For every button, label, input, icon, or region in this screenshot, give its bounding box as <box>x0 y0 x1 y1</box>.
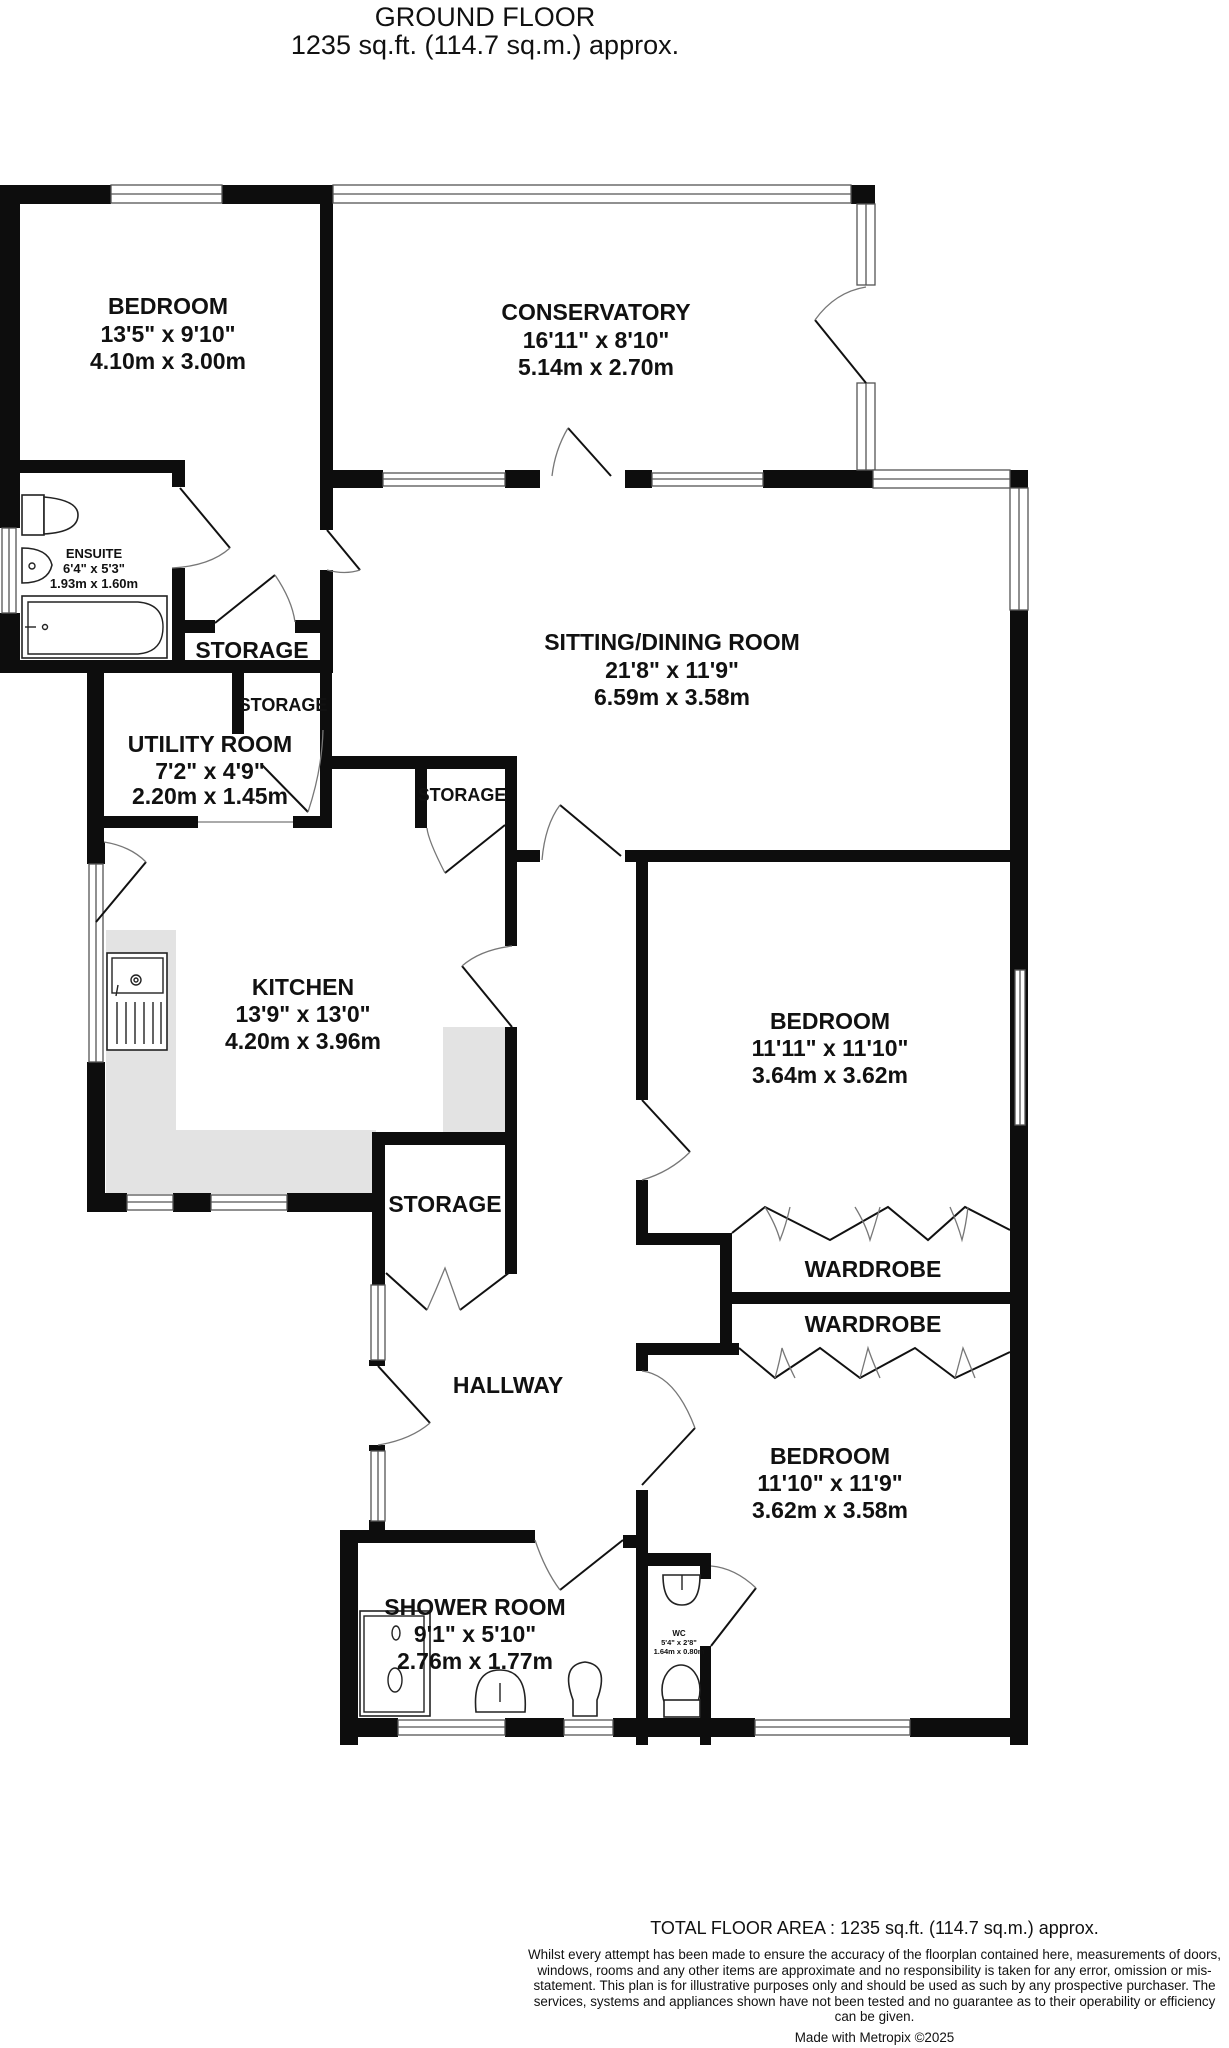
room-bedroom-3: BEDROOM 11'10" x 11'9" 3.62m x 3.58m <box>752 1443 908 1523</box>
room-utility: UTILITY ROOM 7'2" x 4'9" 2.20m x 1.45m <box>128 731 292 809</box>
room-name: BEDROOM <box>108 293 228 319</box>
room-dimensions-metric: 4.10m x 3.00m <box>90 348 246 374</box>
kitchen-sink-icon <box>106 952 168 1051</box>
doors <box>95 286 1011 1647</box>
room-shower-room: SHOWER ROOM 9'1" x 5'10" 2.76m x 1.77m <box>384 1594 565 1674</box>
room-dimensions-metric: 1.64m x 0.80m <box>654 1647 705 1656</box>
made-with-credit: Made with Metropix ©2025 <box>794 2030 955 2045</box>
room-dimensions-imperial: 11'11" x 11'10" <box>752 1035 909 1061</box>
ensuite-toilet-icon <box>21 494 79 536</box>
room-wardrobe-1: WARDROBE <box>805 1256 942 1282</box>
room-storage-utility: STORAGE <box>239 695 328 715</box>
room-name: SHOWER ROOM <box>384 1594 565 1620</box>
room-dimensions-imperial: 13'5" x 9'10" <box>100 321 235 347</box>
shower-tray-icon <box>359 1610 431 1717</box>
room-name: BEDROOM <box>770 1008 890 1034</box>
room-dimensions-metric: 3.64m x 3.62m <box>752 1062 908 1088</box>
room-bedroom-2: BEDROOM 11'11" x 11'10" 3.64m x 3.62m <box>752 1008 909 1088</box>
room-dimensions-metric: 1.93m x 1.60m <box>50 576 138 591</box>
room-name: KITCHEN <box>252 974 354 1000</box>
room-dimensions-imperial: 16'11" x 8'10" <box>523 327 670 353</box>
total-floor-area: TOTAL FLOOR AREA : 1235 sq.ft. (114.7 sq… <box>650 1918 1099 1938</box>
room-kitchen: KITCHEN 13'9" x 13'0" 4.20m x 3.96m <box>225 974 381 1054</box>
room-name: SITTING/DINING ROOM <box>544 629 800 655</box>
room-name: CONSERVATORY <box>501 299 690 325</box>
floorplan: BEDROOM 13'5" x 9'10" 4.10m x 3.00m CONS… <box>0 184 1029 1745</box>
room-hallway: HALLWAY <box>453 1372 563 1398</box>
room-storage-hall: STORAGE <box>388 1191 501 1217</box>
room-conservatory: CONSERVATORY 16'11" x 8'10" 5.14m x 2.70… <box>501 299 690 380</box>
room-storage-corridor: STORAGE <box>418 785 507 805</box>
room-dimensions-metric: 6.59m x 3.58m <box>594 684 750 710</box>
room-dimensions-imperial: 9'1" x 5'10" <box>414 1621 536 1647</box>
disclaimer: Whilst every attempt has been made to en… <box>528 1947 1221 2024</box>
room-dimensions-metric: 5.14m x 2.70m <box>518 354 674 380</box>
room-wc: WC 5'4" x 2'8" 1.64m x 0.80m <box>654 1629 705 1656</box>
room-dimensions-metric: 3.62m x 3.58m <box>752 1497 908 1523</box>
ensuite-basin-icon <box>21 547 53 584</box>
shower-toilet-icon <box>567 1661 603 1717</box>
shower-basin-icon <box>474 1669 527 1713</box>
room-name: ENSUITE <box>66 546 123 561</box>
room-dimensions-imperial: 7'2" x 4'9" <box>155 758 265 784</box>
wc-toilet-icon <box>661 1664 701 1718</box>
windows <box>1 184 1029 1736</box>
room-ensuite: ENSUITE 6'4" x 5'3" 1.93m x 1.60m <box>50 546 138 591</box>
room-dimensions-imperial: 21'8" x 11'9" <box>605 657 739 683</box>
room-dimensions-imperial: 13'9" x 13'0" <box>235 1001 370 1027</box>
room-bedroom-1: BEDROOM 13'5" x 9'10" 4.10m x 3.00m <box>90 293 246 374</box>
room-sitting-dining: SITTING/DINING ROOM 21'8" x 11'9" 6.59m … <box>544 629 800 710</box>
wc-basin-icon <box>662 1574 701 1606</box>
room-dimensions-imperial: 11'10" x 11'9" <box>757 1470 902 1496</box>
room-name: WC <box>672 1629 686 1638</box>
floor-title: GROUND FLOOR <box>374 2 596 32</box>
floor-area: 1235 sq.ft. (114.7 sq.m.) approx. <box>290 30 680 60</box>
room-storage-ensuite: STORAGE <box>195 637 308 663</box>
room-dimensions-metric: 2.76m x 1.77m <box>397 1648 553 1674</box>
room-dimensions-metric: 2.20m x 1.45m <box>132 783 288 809</box>
room-dimensions-imperial: 6'4" x 5'3" <box>63 561 125 576</box>
room-name: UTILITY ROOM <box>128 731 292 757</box>
ensuite-bath-icon <box>21 595 168 659</box>
room-wardrobe-2: WARDROBE <box>805 1311 942 1337</box>
room-dimensions-metric: 4.20m x 3.96m <box>225 1028 381 1054</box>
walls <box>0 185 1028 1745</box>
room-name: BEDROOM <box>770 1443 890 1469</box>
room-dimensions-imperial: 5'4" x 2'8" <box>661 1638 697 1647</box>
